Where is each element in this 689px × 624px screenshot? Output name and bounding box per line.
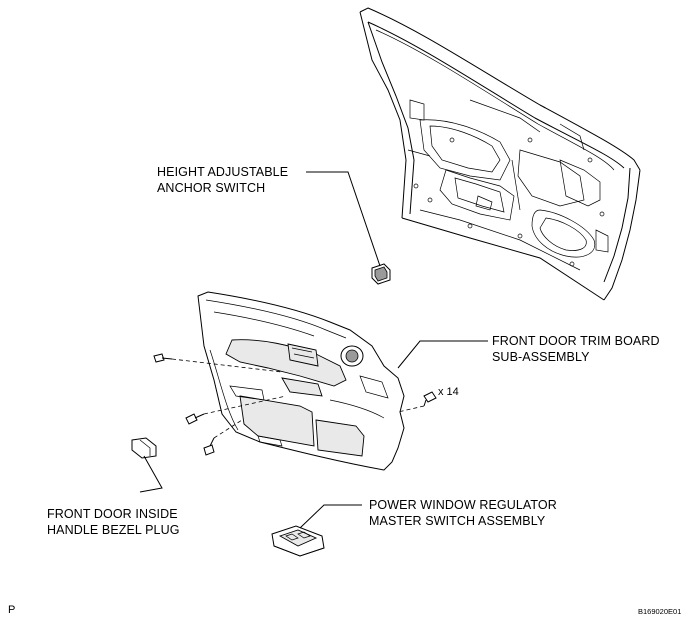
clip-quantity: x 14 — [438, 386, 459, 398]
screw-guide-lines — [171, 358, 425, 439]
label-front-door-trim-board: FRONT DOOR TRIM BOARD SUB-ASSEMBLY — [492, 334, 660, 364]
leader-lines — [139, 171, 488, 529]
handle-bezel-plug-part — [131, 437, 157, 459]
label-front-door-inside-handle-bezel-plug: FRONT DOOR INSIDE HANDLE BEZEL PLUG — [47, 507, 180, 537]
front-door-panel — [359, 7, 641, 301]
label-height-adjustable-anchor-switch: HEIGHT ADJUSTABLE ANCHOR SWITCH — [157, 165, 289, 195]
label-power-window-master-switch: POWER WINDOW REGULATOR MASTER SWITCH ASS… — [369, 498, 557, 528]
corner-mark: P — [8, 604, 16, 616]
figure-code: B169020E01 — [638, 607, 682, 616]
trim-screws — [153, 353, 437, 456]
master-switch-part — [271, 525, 325, 557]
anchor-switch-part — [371, 263, 391, 285]
trim-board-part — [197, 291, 405, 471]
